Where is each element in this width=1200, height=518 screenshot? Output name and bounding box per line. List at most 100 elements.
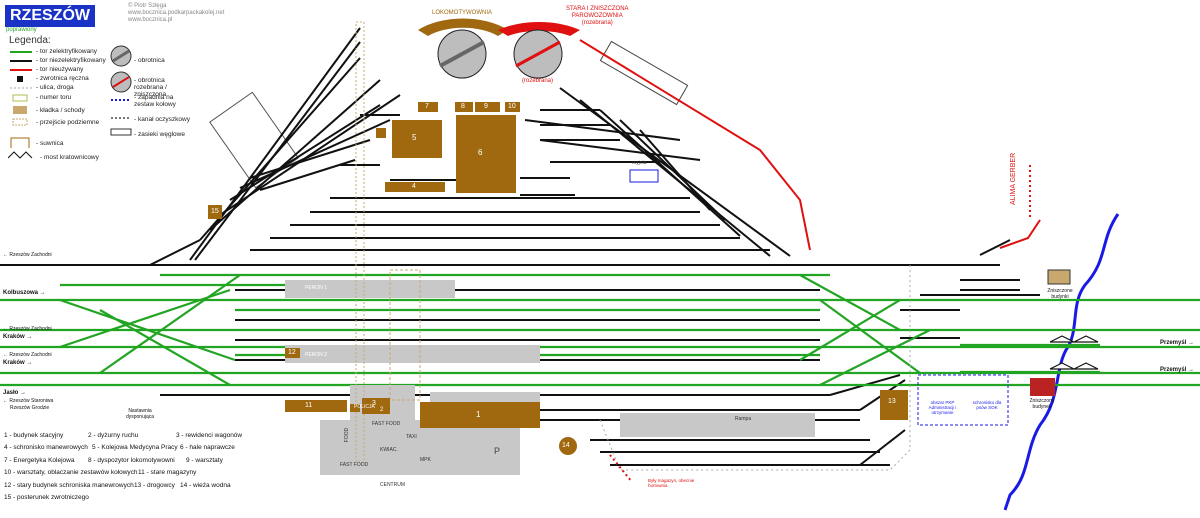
- building-4: [385, 182, 445, 192]
- legend-crane: - suwnica: [36, 140, 64, 147]
- fan-tracks-right: [524, 87, 791, 257]
- roundhouse-arc: [418, 18, 508, 36]
- building-2-number: 2: [380, 407, 384, 413]
- building-12: [285, 348, 300, 358]
- key-3: 3 - rewidenci wagonów: [176, 432, 243, 439]
- dir-rz-zach-2: ← Rzeszów Zachodni: [3, 326, 52, 332]
- key-9: 9 - warsztaty: [186, 457, 223, 464]
- dir-przemysl-1: Przemyśl →: [1160, 340, 1195, 346]
- legend-turntable-destroyed: - obrotnica rozebrana / zniszczona: [134, 77, 167, 98]
- old-roundhouse-arc: [498, 22, 580, 36]
- building-1-number: 1: [476, 410, 481, 419]
- building-small: [376, 128, 386, 138]
- dir-kolbuszowa: Kolbuszowa →: [3, 290, 46, 296]
- building-4-number: 4: [412, 183, 416, 190]
- building-3-number: 3: [372, 400, 376, 407]
- pkp-area: [917, 374, 1009, 426]
- building-5-number: 5: [412, 133, 417, 142]
- legend-trapdoor: - zapadnia na zestaw kołowy: [134, 94, 176, 108]
- key-1: 1 - budynek stacyjny: [4, 432, 64, 439]
- truss-bridge: [1049, 335, 1099, 370]
- building-15: [208, 205, 222, 219]
- building-8-number: 8: [461, 103, 465, 110]
- sok-label: schronisko dla psów SOK: [972, 400, 1002, 410]
- washer-building: [629, 169, 659, 183]
- dir-krakow-2: Kraków →: [3, 360, 33, 366]
- platform-3: [430, 392, 540, 404]
- key-6: 6 - hale naprawcze: [180, 444, 235, 451]
- underpass: [389, 269, 421, 401]
- building-policja: [350, 404, 360, 412]
- station-square: [320, 420, 520, 475]
- destroyed-building-right: [1047, 269, 1071, 285]
- legend-underpass: - przejście podziemne: [36, 119, 100, 126]
- key-7: 7 - Energetyka Kolejowa: [4, 457, 75, 464]
- legend-unused: - tor nieużywany: [36, 66, 84, 73]
- legend-coal: - zasieki węglowe: [134, 131, 185, 138]
- destroyed-buildings-label: Zniszczone budynki: [1047, 288, 1073, 300]
- building-7: [418, 102, 438, 112]
- pkp-area-label: obszar PKP Administracji i utrzymanie: [928, 400, 957, 415]
- key-8: 8 - dyspozytor lokomotywowni: [88, 457, 175, 464]
- legend-swatches: [8, 51, 33, 159]
- building-12-number: 12: [288, 349, 296, 356]
- key-12: 12 - stary budynek schroniska manewrowyc…: [4, 482, 134, 489]
- road-outline: [599, 265, 911, 471]
- electrified-tracks: [0, 273, 1200, 387]
- dir-staroniwa: ← Rzeszów Staroniwa: [3, 398, 54, 404]
- building-11-number: 11: [305, 402, 313, 409]
- building-6: [456, 115, 516, 193]
- legend-non-electrified: - tor niezelektryfikowany: [36, 57, 106, 64]
- building-9-number: 9: [484, 103, 488, 110]
- destroyed-building-red: [1030, 378, 1055, 396]
- fast-food-label-2: FAST FOOD: [340, 462, 369, 468]
- centrum-label: CENTRUM: [380, 482, 405, 488]
- dir-jaslo: Jasło →: [3, 390, 27, 396]
- footbridge: [355, 21, 365, 463]
- washer-label: myjnia: [632, 160, 647, 166]
- coal-bunker: [599, 40, 689, 106]
- legend-swatches-2: [110, 45, 132, 136]
- old-roundhouse-label-2: PAROWOZOWNIA: [571, 13, 623, 19]
- police-label: POLICJA: [354, 404, 375, 410]
- parking-label: P: [494, 446, 501, 456]
- key-4: 4 - schronisko manewrowych: [4, 444, 88, 451]
- building-7-number: 7: [425, 103, 429, 110]
- platform-2: [285, 345, 540, 363]
- key-2: 2 - dyżurny ruchu: [88, 432, 139, 439]
- building-13-number: 13: [888, 398, 896, 405]
- dir-krakow-1: Kraków →: [3, 334, 33, 340]
- legend-footbridge: - kładka / schody: [36, 107, 85, 114]
- platform-1: [285, 280, 455, 298]
- unused-track: [579, 39, 811, 251]
- building-14: [559, 437, 577, 455]
- old-roundhouse-label-3: (rozebrana): [581, 20, 613, 26]
- red-dots: [609, 454, 633, 483]
- roundhouse-label: LOKOMOTYWOWNIA: [432, 10, 492, 16]
- building-15-number: 15: [211, 208, 219, 215]
- ramp-label: Rampa: [735, 416, 752, 422]
- shed-roof: [209, 91, 299, 189]
- building-14-number: 14: [562, 442, 570, 449]
- building-3: [362, 398, 390, 414]
- page-title: RZESZÓW: [5, 5, 95, 27]
- platform-2-label: PERON 2: [305, 352, 327, 358]
- key-14: 14 - wieża wodna: [180, 482, 231, 489]
- building-10-number: 10: [508, 103, 516, 110]
- key-13: 13 - drogowcy: [134, 482, 175, 489]
- dismantled-label: (rozebrana): [522, 78, 554, 84]
- copyright-author: © Piotr Szłęga: [128, 3, 167, 9]
- copyright-url-1: www.bocznica.podkarpackakolej.net: [128, 10, 225, 16]
- key-11: 11 - stare magazyny: [138, 469, 197, 476]
- legend-electrified: - tor zelektryfikowany: [36, 48, 98, 55]
- legend-title: Legenda:: [9, 35, 51, 46]
- mpk-label: MPK: [420, 457, 431, 463]
- legend-track-number: - numer toru: [36, 94, 72, 101]
- destroyed-building-label: Zniszczony budynek: [1029, 398, 1055, 410]
- alima-label: ALIMA GERBER: [1010, 152, 1017, 205]
- building-1: [420, 402, 540, 428]
- legend-channel: - kanał oczyszkowy: [134, 116, 190, 123]
- building-13: [880, 390, 908, 420]
- dir-rz-zach-3: ← Rzeszów Zachodni: [3, 352, 52, 358]
